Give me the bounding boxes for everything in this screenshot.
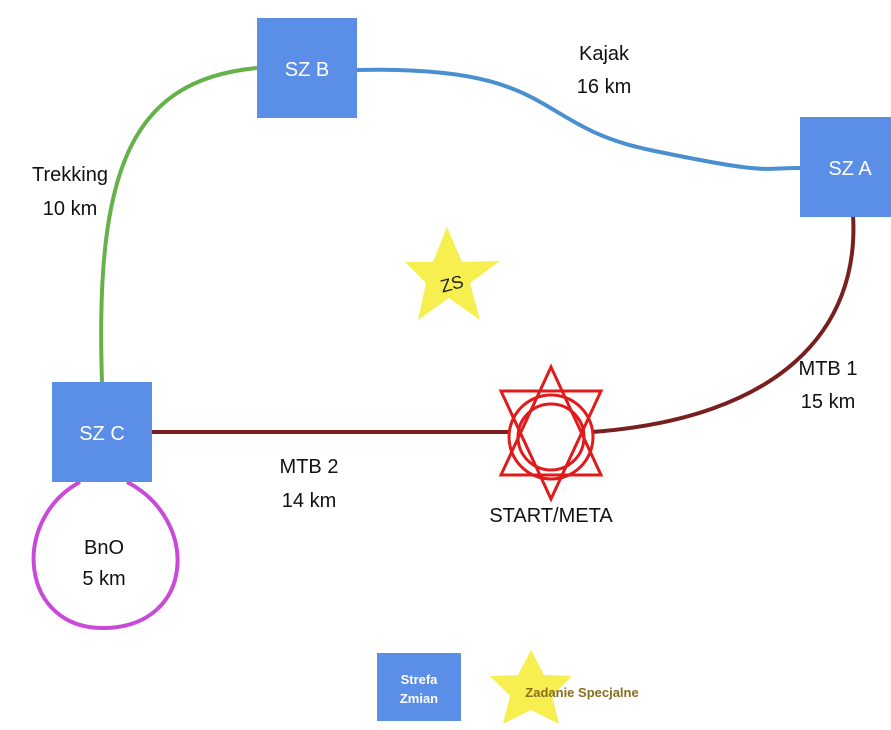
bno-loop bbox=[31, 480, 180, 631]
legend-star-label: Zadanie Specjalne bbox=[525, 685, 638, 700]
mtb1-name: MTB 1 bbox=[799, 358, 858, 380]
zone-b-label: SZ B bbox=[285, 59, 329, 81]
trekking-name: Trekking bbox=[32, 164, 108, 186]
bno-name: BnO bbox=[84, 537, 124, 559]
legend-zone-box bbox=[377, 653, 461, 721]
zone-b-box bbox=[257, 18, 357, 118]
trekking-route bbox=[99, 66, 258, 383]
mtb2-distance: 14 km bbox=[282, 490, 336, 512]
trekking-distance: 10 km bbox=[43, 198, 97, 220]
zone-c-label: SZ C bbox=[79, 423, 125, 445]
start-meta-icon bbox=[498, 363, 604, 503]
kajak-name: Kajak bbox=[579, 43, 630, 65]
mtb1-distance: 15 km bbox=[801, 391, 855, 413]
bno-distance: 5 km bbox=[82, 568, 125, 590]
mtb2-name: MTB 2 bbox=[280, 456, 339, 478]
zone-c-box bbox=[52, 382, 152, 482]
zone-a-box bbox=[800, 117, 891, 217]
legend-star-icon bbox=[490, 650, 572, 724]
kajak-route bbox=[354, 67, 801, 171]
mtb1-route bbox=[591, 214, 856, 434]
legend-zone-line2: Zmian bbox=[400, 691, 438, 706]
start-meta-label: START/META bbox=[489, 505, 613, 527]
zone-a-label: SZ A bbox=[828, 158, 872, 180]
legend-zone-line1: Strefa bbox=[401, 672, 439, 687]
special-task-star-icon bbox=[405, 227, 500, 320]
kajak-distance: 16 km bbox=[577, 76, 631, 98]
